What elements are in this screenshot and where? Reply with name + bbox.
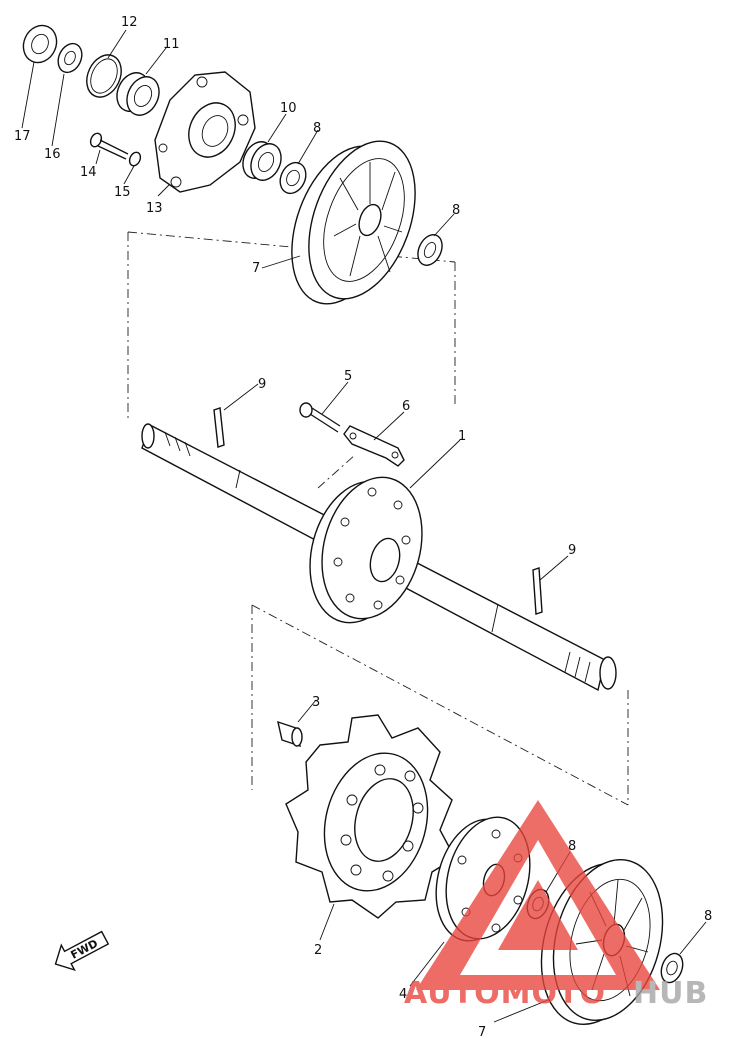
watermark-text-automoto: AUTOMOTO bbox=[404, 976, 606, 1011]
part-8-spacer-far-right bbox=[660, 952, 684, 984]
callout-7-top: 7 bbox=[252, 261, 260, 276]
callout-8-right: 8 bbox=[452, 203, 460, 218]
watermark-text-hub: HUB bbox=[633, 976, 708, 1011]
part-8-spacer-right bbox=[417, 234, 443, 266]
part-15-washer bbox=[128, 151, 142, 167]
assembly-guide-lines bbox=[127, 231, 629, 806]
part-16-washer bbox=[57, 42, 83, 74]
leader-lines bbox=[21, 29, 707, 1023]
fwd-arrow-icon: FWD bbox=[54, 930, 110, 972]
callout-numbers: 17 16 12 11 13 14 15 10 8 8 7 9 5 6 1 9 … bbox=[14, 15, 712, 1040]
callout-5: 5 bbox=[344, 369, 352, 384]
callout-13: 13 bbox=[146, 201, 163, 216]
callout-8-lower: 8 bbox=[568, 839, 576, 854]
part-10-oil-seal bbox=[242, 141, 282, 181]
callout-1: 1 bbox=[458, 429, 466, 444]
callout-7-bottom: 7 bbox=[478, 1025, 486, 1040]
callout-14: 14 bbox=[80, 165, 97, 180]
callout-10: 10 bbox=[280, 101, 297, 116]
part-1-drive-shaft bbox=[141, 423, 617, 692]
callout-3: 3 bbox=[312, 695, 320, 710]
automotohub-watermark: AUTOMOTO HUB bbox=[404, 800, 708, 1011]
part-11-bearing bbox=[116, 72, 160, 116]
part-12-circlip bbox=[86, 54, 122, 98]
part-9-pin-upper bbox=[213, 407, 225, 448]
callout-4: 4 bbox=[399, 987, 407, 1002]
part-6-bracket bbox=[343, 425, 405, 467]
part-9-pin-lower bbox=[532, 567, 543, 615]
callout-8-top: 8 bbox=[313, 121, 321, 136]
callout-15: 15 bbox=[114, 185, 131, 200]
callout-8-far-right: 8 bbox=[704, 909, 712, 924]
part-13-bearing-housing bbox=[154, 71, 256, 193]
callout-11: 11 bbox=[163, 37, 180, 52]
part-17-seal bbox=[22, 24, 58, 64]
watermark-triangle-icon bbox=[416, 800, 660, 990]
part-14-bolt bbox=[89, 132, 129, 160]
part-3-collar bbox=[277, 720, 303, 748]
callout-17: 17 bbox=[14, 129, 31, 144]
part-8-spacer-top bbox=[279, 161, 307, 195]
callout-9-upper: 9 bbox=[258, 377, 266, 392]
callout-2: 2 bbox=[314, 943, 322, 958]
part-5-bolt bbox=[299, 402, 341, 433]
part-2-sprocket bbox=[285, 714, 456, 919]
callout-9-lower: 9 bbox=[568, 543, 576, 558]
callout-6: 6 bbox=[402, 399, 410, 414]
callout-16: 16 bbox=[44, 147, 61, 162]
part-7-wheel-top bbox=[291, 140, 416, 305]
callout-12: 12 bbox=[121, 15, 138, 30]
